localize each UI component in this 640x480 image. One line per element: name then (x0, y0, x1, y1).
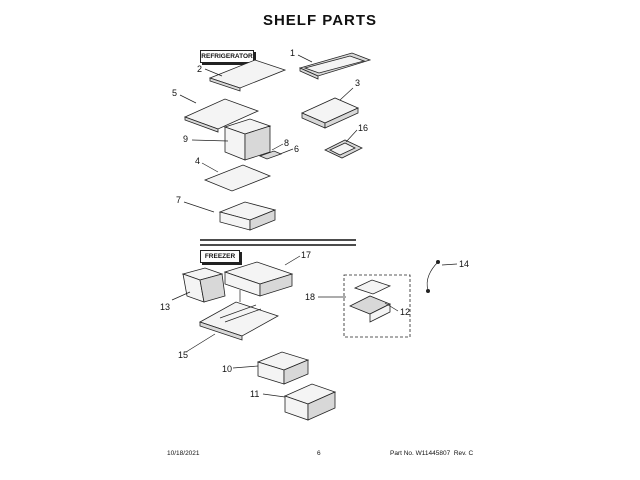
part-3-shelf (301, 97, 359, 129)
part-14-wire-harness (426, 260, 440, 293)
callout-15: 15 (178, 350, 189, 360)
part-10-freezer-drawer (256, 351, 310, 385)
callout-18: 18 (305, 292, 316, 302)
page-title: SHELF PARTS (262, 12, 378, 29)
callout-4: 4 (195, 156, 201, 166)
part-17-freezer-tray (223, 261, 294, 297)
callout-2: 2 (197, 64, 203, 74)
footer-page-number: 6 (317, 450, 321, 457)
callout-14: 14 (459, 259, 470, 269)
part-9-crisper-drawer (223, 118, 272, 161)
callout-13: 13 (160, 302, 171, 312)
freezer-section-label: FREEZER (200, 250, 240, 263)
callout-10: 10 (222, 364, 233, 374)
footer-date: 10/18/2021 (167, 450, 200, 457)
part-8-cover (258, 150, 283, 160)
refrigerator-section-label: REFRIGERATOR (200, 50, 254, 63)
part-15-freezer-floor (199, 301, 279, 341)
part-7-drawer (218, 201, 277, 231)
callout-12: 12 (400, 307, 411, 317)
part-4-shelf-insert (203, 164, 272, 192)
part-13-ice-bin (181, 267, 226, 303)
footer-part-number: Part No. W11445807 Rev. C (390, 450, 474, 457)
callout-6: 6 (294, 144, 300, 154)
part-11-freezer-basket (283, 383, 337, 421)
callout-5: 5 (172, 88, 178, 98)
part-18-icemaker-assembly (349, 279, 392, 323)
callout-8: 8 (284, 138, 290, 148)
callout-1: 1 (290, 48, 296, 58)
callout-7: 7 (176, 195, 182, 205)
callout-9: 9 (183, 134, 189, 144)
callout-16: 16 (358, 123, 369, 133)
callout-11: 11 (250, 389, 260, 399)
part-1-shelf (298, 52, 372, 80)
part-16-component (324, 139, 363, 159)
callout-17: 17 (301, 250, 312, 260)
part-2-glass-shelf (208, 59, 287, 92)
part-5-glass-shelf (183, 98, 260, 133)
callout-3: 3 (355, 78, 361, 88)
